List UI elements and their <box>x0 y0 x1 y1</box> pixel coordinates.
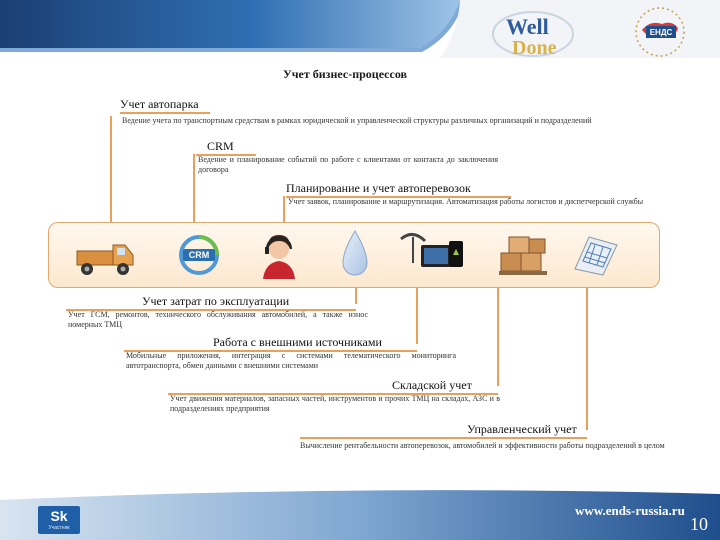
operating-costs-title: Учет затрат по эксплуатации <box>142 294 289 309</box>
warehouse-title: Складской учет <box>392 378 472 393</box>
page-number: 10 <box>690 514 708 535</box>
page-title: Учет бизнес-процессов <box>0 67 690 82</box>
welldone-logo: Well Done <box>488 6 578 60</box>
truck-icon <box>73 229 137 281</box>
connector-warehouse <box>497 288 499 386</box>
connector-planning <box>283 196 285 222</box>
fuel-drop-icon <box>337 227 373 281</box>
warehouse-desc: Учет движения материалов, запасных часте… <box>170 394 500 414</box>
ends-logo-text: ЕНДС <box>650 28 673 37</box>
operating-costs-desc: Учет ГСМ, ремонтов, технического обслужи… <box>68 310 368 330</box>
devices-icon <box>395 227 469 283</box>
process-icons-band: CRM <box>48 222 660 288</box>
external-sources-desc: Мобильные приложения, интеграция с систе… <box>126 351 456 371</box>
management-accounting-underline <box>300 437 587 439</box>
fleet-accounting-title: Учет автопарка <box>120 97 199 112</box>
calculator-icon <box>571 231 619 277</box>
header-band <box>0 0 720 58</box>
crm-icon-label: CRM <box>189 250 210 260</box>
connector-fleet <box>110 116 112 222</box>
welldone-logo-line1: Well <box>506 14 549 39</box>
boxes-icon <box>495 229 551 279</box>
connector-crm <box>193 154 195 222</box>
ends-logo: ЕНДС <box>620 2 700 62</box>
skolkovo-logo-sub: Участник <box>38 525 80 531</box>
transport-planning-title: Планирование и учет автоперевозок <box>286 181 471 196</box>
fleet-accounting-desc: Ведение учета по транспортным средствам … <box>122 116 670 126</box>
management-accounting-desc: Вычисление рентабельности автоперевозок,… <box>300 441 686 451</box>
crm-icon: CRM <box>175 231 223 279</box>
crm-desc: Ведение и планирование событий по работе… <box>198 155 498 175</box>
management-accounting-title: Управленческий учет <box>467 422 577 437</box>
fleet-accounting-underline <box>120 112 210 114</box>
skolkovo-logo-text: Sk <box>38 508 80 524</box>
connector-external <box>416 288 418 344</box>
connector-costs <box>355 288 357 304</box>
connector-management <box>586 288 588 430</box>
external-sources-title: Работа с внешними источниками <box>213 335 382 350</box>
crm-title: CRM <box>207 139 234 154</box>
welldone-logo-line2: Done <box>512 37 557 59</box>
website-link[interactable]: www.ends-russia.ru <box>575 503 685 519</box>
transport-planning-desc: Учет заявок, планирование и маршрутизаци… <box>288 197 686 207</box>
operator-icon <box>257 229 301 281</box>
skolkovo-logo: Sk Участник <box>38 506 80 534</box>
